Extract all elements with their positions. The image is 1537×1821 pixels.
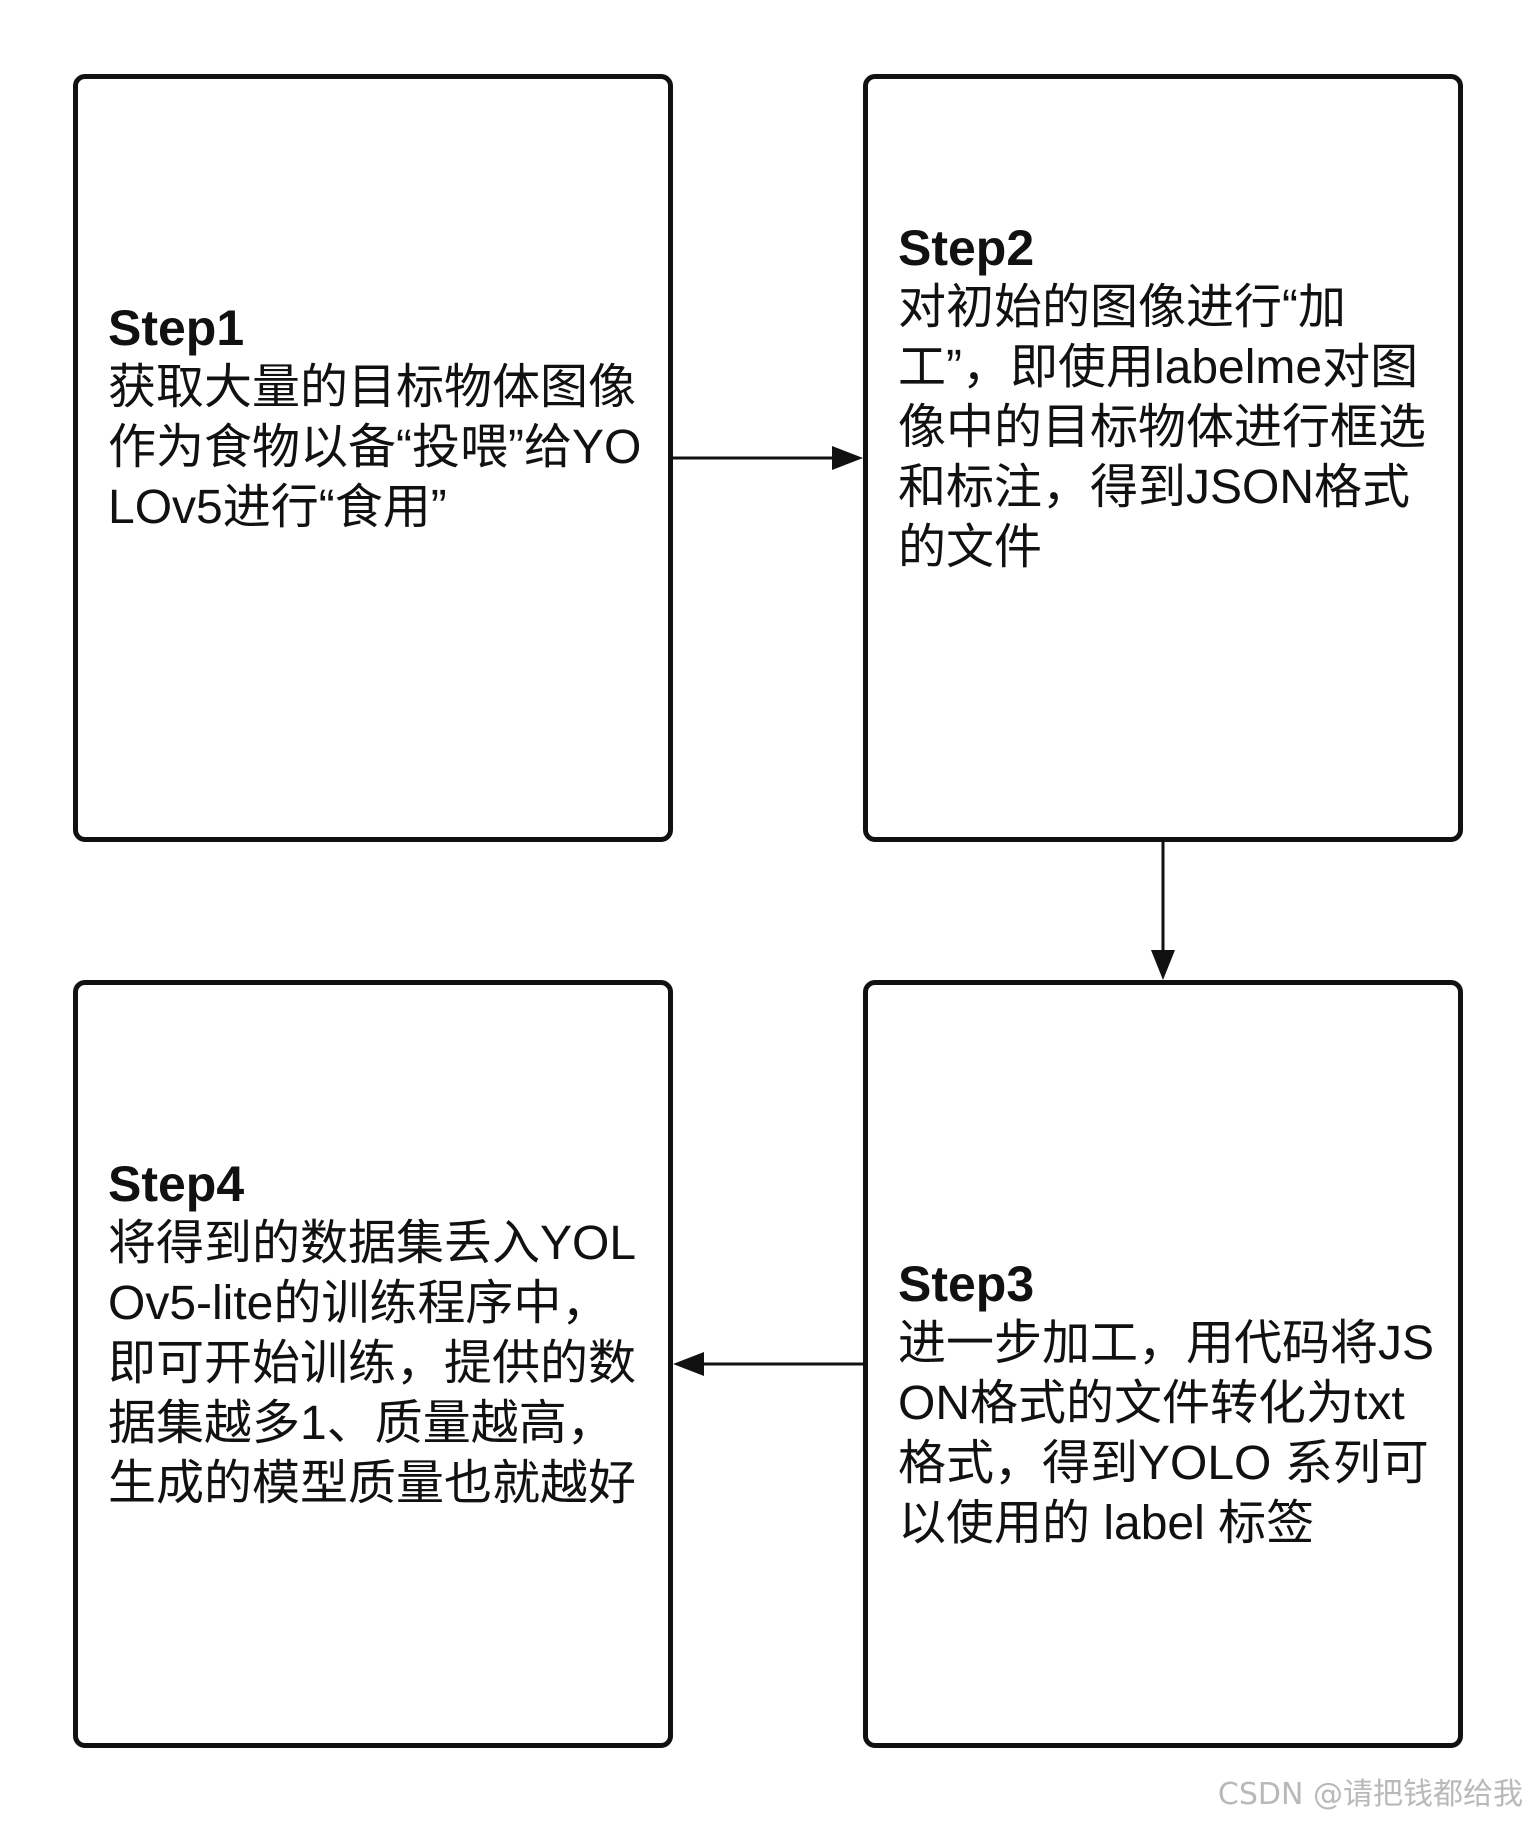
step4-box: Step4 将得到的数据集丢入YOLOv5-lite的训练程序中，即可开始训练，… [73, 980, 673, 1748]
step3-box: Step3 进一步加工，用代码将JSON格式的文件转化为txt格式，得到YOLO… [863, 980, 1463, 1748]
step2-text: 对初始的图像进行“加工”，即使用labelme对图像中的目标物体进行框选和标注，… [898, 281, 1427, 574]
step4-content: Step4 将得到的数据集丢入YOLOv5-lite的训练程序中，即可开始训练，… [78, 1154, 668, 1514]
step2-title: Step2 [898, 220, 1035, 276]
arrow-step3-to-step4 [673, 1352, 863, 1376]
arrow-step2-to-step3 [1151, 842, 1175, 980]
step3-text: 进一步加工，用代码将JSON格式的文件转化为txt格式，得到YOLO 系列可以使… [898, 1317, 1435, 1550]
step1-title: Step1 [108, 300, 245, 356]
step2-box: Step2 对初始的图像进行“加工”，即使用labelme对图像中的目标物体进行… [863, 74, 1463, 842]
step1-content: Step1 获取大量的目标物体图像作为食物以备“投喂”给YOLOv5进行“食用” [78, 298, 668, 538]
watermark: CSDN @请把钱都给我 [1217, 1777, 1523, 1812]
step3-title: Step3 [898, 1256, 1035, 1312]
step1-box: Step1 获取大量的目标物体图像作为食物以备“投喂”给YOLOv5进行“食用” [73, 74, 673, 842]
step2-content: Step2 对初始的图像进行“加工”，即使用labelme对图像中的目标物体进行… [868, 218, 1458, 578]
step4-title: Step4 [108, 1156, 245, 1212]
step3-content: Step3 进一步加工，用代码将JSON格式的文件转化为txt格式，得到YOLO… [868, 1254, 1458, 1554]
step1-text: 获取大量的目标物体图像作为食物以备“投喂”给YOLOv5进行“食用” [108, 361, 642, 534]
arrow-step1-to-step2 [673, 446, 863, 470]
step4-text: 将得到的数据集丢入YOLOv5-lite的训练程序中，即可开始训练，提供的数据集… [108, 1217, 637, 1510]
